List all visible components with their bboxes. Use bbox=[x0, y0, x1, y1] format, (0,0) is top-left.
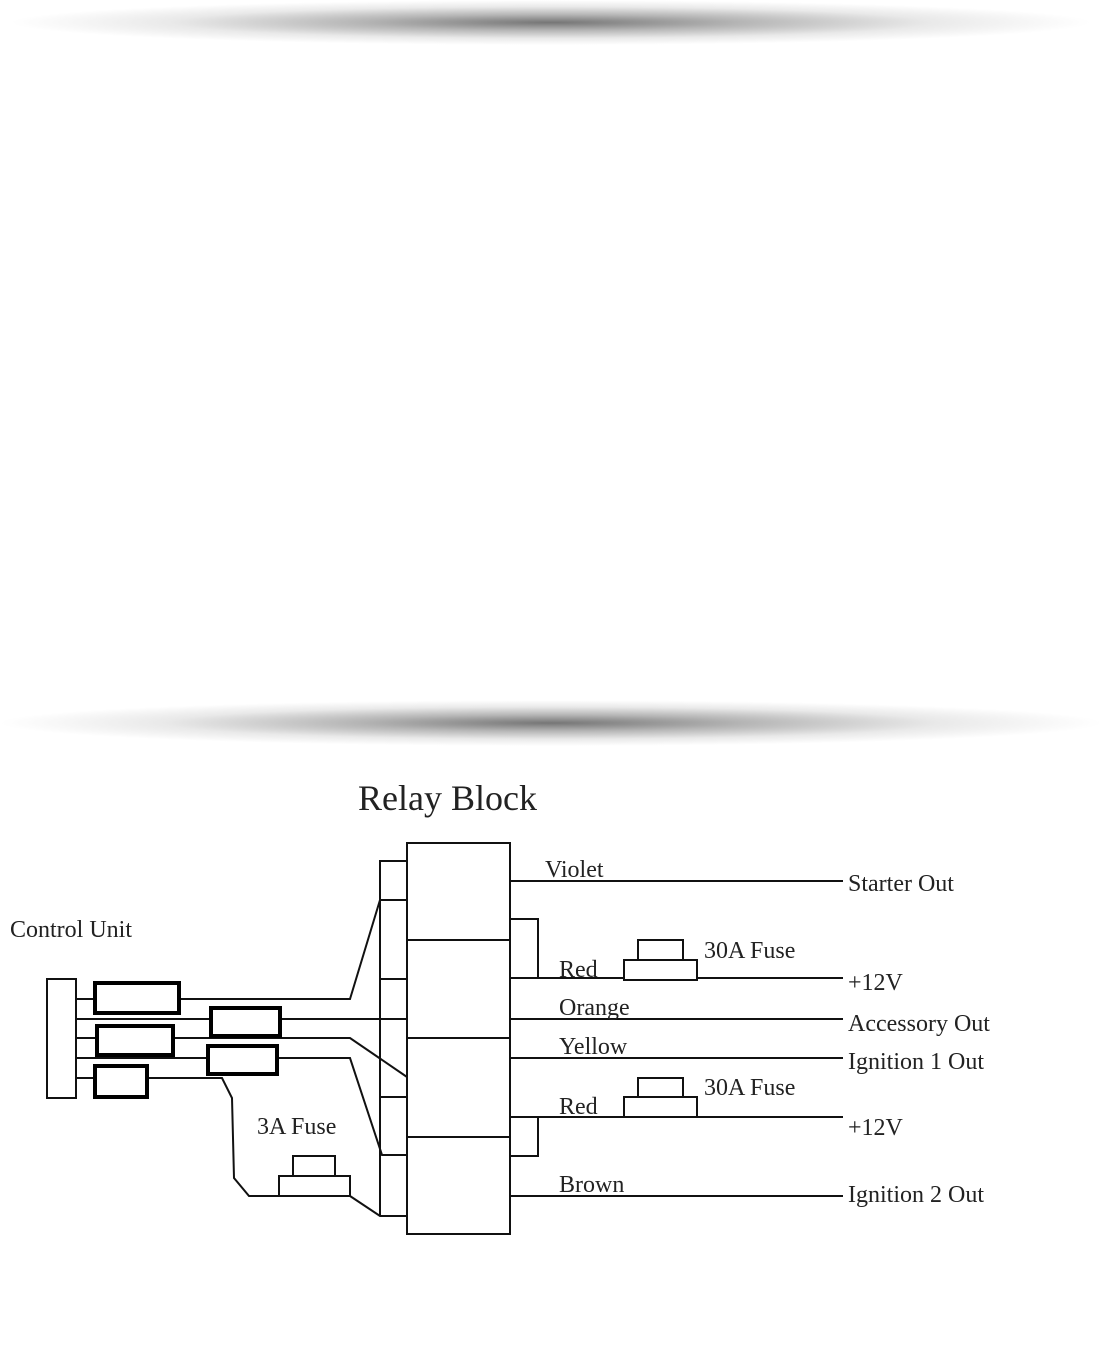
redaction-box bbox=[95, 1024, 175, 1057]
output-orange: Orange Accessory Out bbox=[510, 995, 990, 1037]
control-unit-connector bbox=[46, 978, 77, 1099]
fuse-3a-top bbox=[292, 1155, 336, 1177]
fuse-label: 30A Fuse bbox=[704, 1075, 795, 1101]
redaction-box bbox=[206, 1044, 279, 1076]
output-label: +12V bbox=[848, 1115, 904, 1141]
fuse-30a-top bbox=[637, 1077, 684, 1099]
output-red-1: Red 30A Fuse +12V bbox=[510, 938, 904, 996]
redaction-box bbox=[93, 981, 181, 1015]
redaction-box bbox=[209, 1006, 282, 1038]
fuse-30a-top bbox=[637, 939, 684, 961]
output-brown: Brown Ignition 2 Out bbox=[510, 1172, 984, 1208]
output-label: +12V bbox=[848, 970, 904, 996]
control-wire-5 bbox=[76, 1077, 278, 1197]
redaction-box bbox=[93, 1064, 149, 1099]
wire-color-label: Violet bbox=[545, 857, 604, 883]
wire-color-label: Orange bbox=[559, 995, 630, 1021]
fuse-30a-body bbox=[623, 1096, 698, 1118]
fuse-3a-label: 3A Fuse bbox=[257, 1114, 336, 1140]
wire-color-label: Yellow bbox=[559, 1034, 628, 1060]
wire-color-label: Brown bbox=[559, 1172, 624, 1198]
control-unit-label: Control Unit bbox=[10, 917, 132, 943]
output-label: Starter Out bbox=[848, 871, 954, 897]
output-violet: Violet Starter Out bbox=[510, 857, 954, 897]
wire-color-label: Red bbox=[559, 957, 598, 983]
control-wire-1 bbox=[76, 899, 407, 1000]
fuse-3a-body bbox=[278, 1175, 351, 1197]
relay-block-title: Relay Block bbox=[358, 778, 537, 818]
output-red-2: Red 30A Fuse +12V bbox=[510, 1075, 904, 1141]
output-label: Ignition 1 Out bbox=[848, 1049, 984, 1075]
jumper-top bbox=[510, 918, 539, 978]
output-yellow: Yellow Ignition 1 Out bbox=[510, 1034, 984, 1075]
output-label: Ignition 2 Out bbox=[848, 1182, 984, 1208]
fuse-label: 30A Fuse bbox=[704, 938, 795, 964]
fuse-3a-wire bbox=[349, 1195, 407, 1217]
jumper-bottom bbox=[510, 1117, 539, 1157]
wire-color-label: Red bbox=[559, 1094, 598, 1120]
fuse-30a-body bbox=[623, 959, 698, 981]
output-label: Accessory Out bbox=[848, 1011, 990, 1037]
relay-left-bus bbox=[379, 860, 407, 1216]
